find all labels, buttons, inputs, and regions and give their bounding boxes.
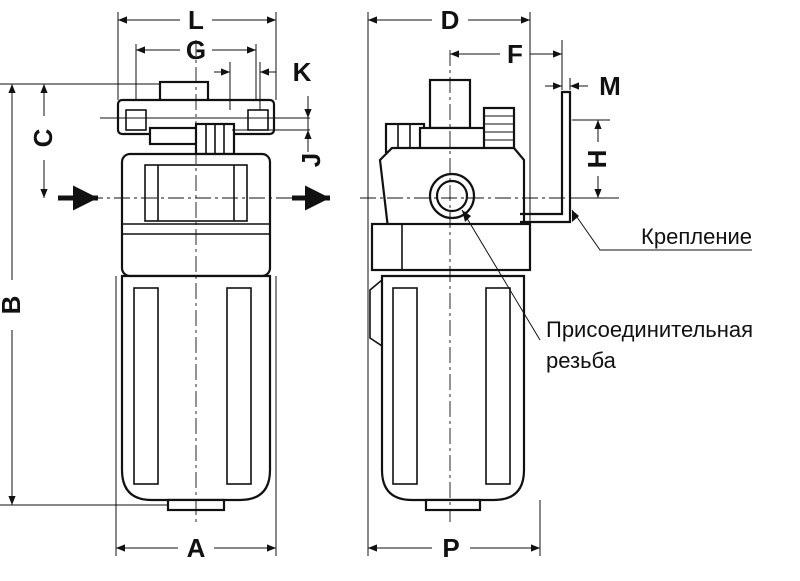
mounting-bracket [520, 90, 572, 224]
leader-lines [461, 209, 752, 341]
side-view [369, 78, 572, 512]
dim-label-B: B [0, 296, 26, 315]
dim-label-C: C [28, 128, 58, 147]
dim-label-A: A [187, 533, 206, 563]
dim-label-G: G [186, 35, 206, 65]
extension-lines [0, 12, 610, 556]
thread-label-line2: резьба [546, 348, 617, 373]
sight-glass-right [226, 287, 252, 485]
side-body-lower [370, 222, 532, 272]
port-outer [428, 172, 476, 220]
dimension-labels: L G K C B J A D F M H P [0, 5, 621, 563]
mount-leader [571, 209, 752, 251]
dim-label-H: H [582, 150, 612, 169]
dim-label-M: M [599, 71, 621, 101]
dim-label-K: K [293, 57, 312, 87]
port-inner [435, 179, 469, 213]
dim-label-L: L [188, 5, 204, 35]
thread-leader [461, 209, 541, 341]
dim-label-D: D [441, 5, 460, 35]
dim-label-J: J [296, 153, 326, 167]
dim-label-F: F [507, 39, 523, 69]
bowl [120, 274, 272, 502]
bowl-latch [369, 279, 383, 347]
thread-label-line1: Присоединительная [546, 317, 753, 342]
mount-label: Крепление [641, 224, 752, 249]
sight-glass-left [133, 287, 159, 485]
dim-label-P: P [442, 533, 459, 563]
callout-labels: Крепление Присоединительная резьба [546, 224, 753, 373]
side-body-upper [378, 146, 526, 230]
side-right-knob [482, 106, 516, 152]
cap [148, 126, 200, 146]
dimension-lines [8, 16, 602, 552]
side-bowl [380, 274, 526, 502]
